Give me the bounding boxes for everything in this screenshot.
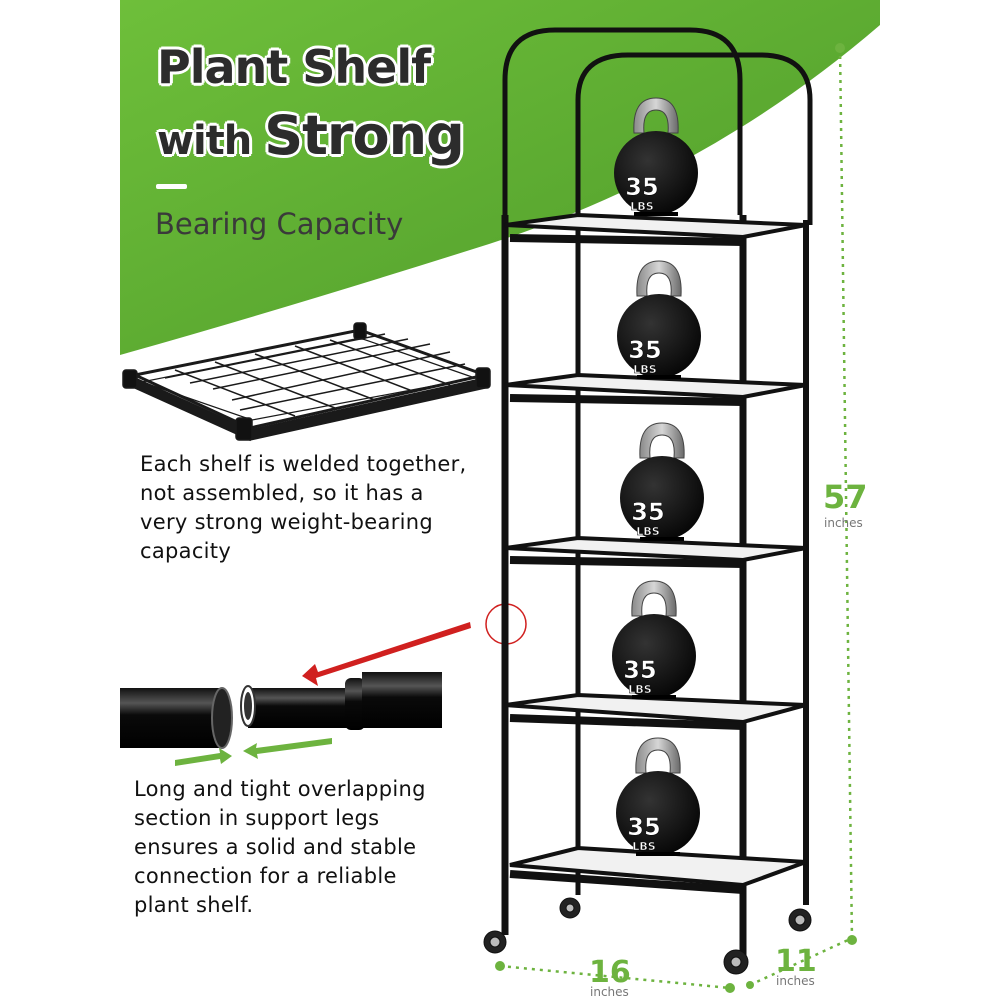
headline-divider (156, 184, 187, 189)
kb1-weight: 35 (625, 173, 658, 201)
depth-unit: inches (776, 974, 815, 988)
height-value: 57 (823, 478, 868, 516)
green-arrow-left-icon (243, 738, 332, 759)
welded-description: Each shelf is welded together, not assem… (140, 450, 500, 566)
welded-line: capacity (140, 539, 232, 563)
overlap-line: section in support legs (134, 806, 380, 830)
kb2-weight: 35 (628, 336, 661, 364)
welded-line: Each shelf is welded together, (140, 452, 467, 476)
kb3-weight: 35 (631, 498, 664, 526)
green-arrow-right-icon (175, 748, 232, 766)
tube-connection-illustration (120, 603, 527, 766)
red-arrow-icon (302, 622, 471, 686)
green-banner (120, 0, 880, 355)
shelving-unit (483, 27, 813, 975)
width-value: 16 (589, 955, 631, 990)
wire-shelf-illustration (122, 322, 491, 442)
kb2-unit: LBS (633, 363, 656, 376)
kb5-weight: 35 (627, 813, 660, 841)
height-unit: inches (824, 516, 863, 530)
kb5-unit: LBS (632, 840, 655, 853)
headline-line2: with Strong (157, 104, 465, 167)
kb3-unit: LBS (636, 525, 659, 538)
overlap-line: Long and tight overlapping (134, 777, 426, 801)
depth-value: 11 (775, 944, 817, 979)
kb1-unit: LBS (630, 200, 653, 213)
welded-line: not assembled, so it has a (140, 481, 424, 505)
kb4-unit: LBS (628, 683, 651, 696)
overlap-line: connection for a reliable (134, 864, 397, 888)
overlap-line: plant shelf. (134, 893, 254, 917)
headline-line1: Plant Shelf (157, 40, 431, 94)
overlap-description: Long and tight overlapping section in su… (134, 775, 464, 920)
headline-strong: Strong (264, 104, 465, 167)
welded-line: very strong weight-bearing (140, 510, 434, 534)
headline-with: with (157, 118, 252, 164)
kb4-weight: 35 (623, 656, 656, 684)
dimension-lines (499, 47, 854, 990)
width-unit: inches (590, 985, 629, 999)
headline-subtitle: Bearing Capacity (155, 207, 404, 241)
overlap-line: ensures a solid and stable (134, 835, 417, 859)
